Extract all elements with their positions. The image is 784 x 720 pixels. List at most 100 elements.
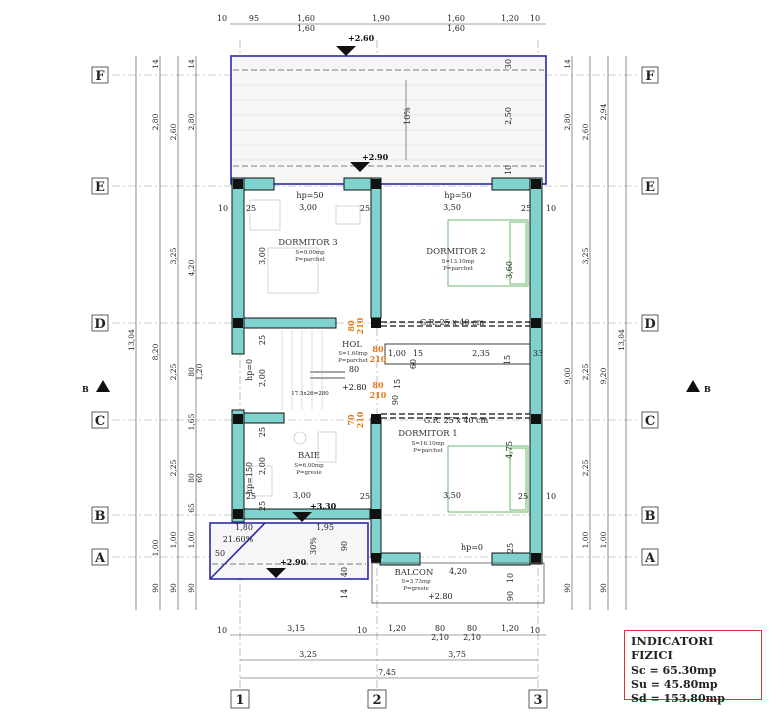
dim-300-a: 3,00 (299, 203, 317, 212)
top-dim-8: 1,60 (297, 24, 315, 33)
dim-15-a: 15 (413, 349, 423, 358)
left-dim-a3: 1,00 (151, 539, 160, 556)
room-hol-name: HOL (342, 340, 362, 350)
dim-250: 2,50 (504, 107, 513, 125)
top-dim-5: 1,60 (447, 14, 465, 23)
bottom-dim-8: 10 (530, 626, 540, 635)
col-label-3: 3 (533, 693, 542, 708)
walls (231, 177, 543, 566)
roof-tiles (233, 84, 544, 161)
col-label-1: 1 (235, 693, 244, 708)
door-210-d: 210 (355, 411, 365, 428)
dim-25-f: 25 (518, 492, 528, 501)
door-210-c: 210 (370, 390, 387, 400)
room-dormitor2-name: DORMITOR 2 (426, 247, 485, 257)
indicators-title: INDICATORI FIZICI (631, 634, 714, 662)
dim-100: 1,00 (388, 349, 406, 358)
left-dim-c1: 2,80 (187, 113, 196, 130)
room-dormitor3-floor: P=parchet (295, 257, 326, 263)
left-dim-c7: 1,00 (187, 531, 196, 548)
dim-25-baie2: 25 (258, 501, 267, 511)
slope-left: 21.60% (223, 535, 254, 544)
room-baie-area: S=6.00mp (294, 463, 324, 469)
row-label-c-left: C (95, 414, 105, 429)
section-mark-right-icon (686, 380, 700, 392)
dim-360: 3,60 (505, 261, 514, 279)
dim-180: 1,80 (235, 523, 253, 532)
room-dormitor1-area: S=16.10mp (412, 441, 445, 447)
level-2: +2.90 (362, 152, 389, 162)
left-dim-14: 14 (187, 59, 196, 69)
level-6: +2.80 (428, 592, 453, 601)
right-dim-a2: 2,25 (581, 363, 590, 380)
dim-40-roof: 40 (340, 567, 349, 577)
bottom-dim-1: 10 (217, 626, 227, 635)
left-dim-c5: 60 (195, 473, 204, 483)
top-dim-1: 10 (217, 14, 227, 23)
dim-350-a: 3,50 (443, 203, 461, 212)
dim-25-b: 25 (360, 204, 370, 213)
dim-200-b: 2,00 (258, 457, 267, 475)
left-dim-a4: 90 (151, 583, 160, 593)
left-dim-a1: 2,25 (169, 363, 178, 380)
top-dim-2: 95 (249, 14, 259, 23)
dim-10-right: 10 (546, 204, 556, 213)
room-dormitor2-area: S=13.10mp (442, 259, 475, 265)
dim-235: 2,35 (472, 349, 490, 358)
row-label-d-left: D (94, 317, 105, 332)
dim-475: 4,75 (505, 441, 514, 459)
room-hol-area: S=1.60mp (338, 351, 368, 357)
bottom-dims: 10 3,15 10 1,20 80 80 1,20 10 2,10 2,10 … (217, 624, 546, 679)
bottom-dim-9: 2,10 (431, 633, 449, 642)
section-label-left: B (82, 384, 89, 394)
indicator-su: Su = 45.80mp (631, 678, 718, 691)
top-dim-4: 1,90 (372, 14, 390, 23)
left-dim-c8: 90 (169, 583, 178, 593)
dim-10-right-b: 10 (546, 492, 556, 501)
top-dim-6: 1,20 (501, 14, 519, 23)
left-dim-b0: 2,60 (169, 123, 178, 140)
dim-15-b: 15 (503, 355, 512, 365)
right-dim-c0: 2,94 (599, 103, 608, 120)
dim-420: 4,20 (449, 567, 467, 576)
dim-300-v: 3,00 (258, 247, 267, 265)
row-label-e-right: E (645, 180, 655, 195)
right-dim-outer: 13,04 (617, 329, 626, 351)
left-dim-b4: 90 (187, 583, 196, 593)
bottom-dim-3: 10 (357, 626, 367, 635)
row-label-b-right: B (645, 509, 656, 524)
hp50-label-b: hp=50 (444, 191, 471, 200)
row-label-f-right: F (645, 69, 655, 84)
room-dormitor3-area: S=9.00mp (295, 250, 325, 256)
dim-350-b: 3,50 (443, 491, 461, 500)
dim-25-c: 25 (521, 204, 531, 213)
row-label-e-left: E (95, 180, 105, 195)
grid-row-labels (91, 66, 659, 566)
bottom-dim-12: 3,75 (448, 650, 466, 659)
room-hol-floor: P=parchet (338, 358, 369, 364)
right-dim-b3: 90 (599, 583, 608, 593)
room-baie-floor: P=gresie (296, 470, 322, 476)
dim-33: 33 (533, 349, 543, 358)
left-dim-c2: 4,20 (187, 259, 196, 276)
dim-10-balc: 10 (506, 573, 515, 583)
hp50-label-a: hp=50 (296, 191, 323, 200)
hp150-label: hp=150 (245, 462, 254, 494)
bottom-dim-5: 80 (435, 624, 445, 633)
door-210-b: 210 (370, 354, 387, 364)
roof-bottom (209, 522, 369, 580)
row-label-a-right: A (644, 551, 656, 566)
dim-80-hol: 80 (349, 365, 359, 374)
top-dim-3: 1,60 (297, 14, 315, 23)
right-dim-a3: 2,25 (581, 459, 590, 476)
door-80-b: 80 (372, 344, 384, 354)
section-label-right: B (704, 384, 711, 394)
level-5: +2.80 (342, 383, 367, 392)
level-4: +2.90 (280, 557, 307, 567)
door-80-a: 80 (346, 320, 356, 332)
bottom-dim-7: 1,20 (501, 624, 519, 633)
indicator-sd: Sd = 153.80mp (631, 692, 725, 705)
row-label-f-left: F (95, 69, 105, 84)
right-dim-a5: 90 (563, 583, 572, 593)
